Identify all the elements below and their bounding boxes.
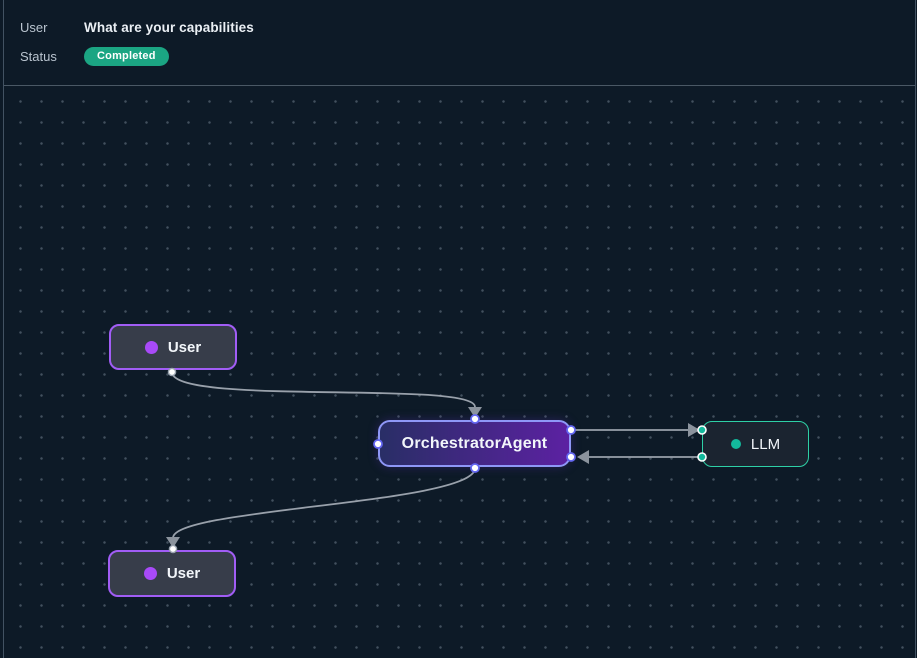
node-label: User (168, 339, 201, 356)
edge-llm-to-orchestrator[interactable] (577, 450, 702, 464)
node-label: User (167, 565, 200, 582)
run-header: User What are your capabilities Status C… (4, 0, 915, 86)
user-label: User (20, 20, 84, 35)
flow-canvas[interactable]: User OrchestratorAgent LLM User (4, 86, 915, 658)
status-label: Status (20, 49, 84, 64)
status-row: Status Completed (20, 46, 169, 66)
user-message-row: User What are your capabilities (20, 19, 254, 35)
node-llm[interactable]: LLM (702, 421, 809, 467)
user-message-text: What are your capabilities (84, 20, 254, 35)
status-badge: Completed (84, 47, 169, 66)
node-orchestrator-agent[interactable]: OrchestratorAgent (378, 420, 571, 467)
node-label: OrchestratorAgent (402, 435, 548, 453)
user-node-dot-icon (144, 567, 157, 580)
node-user-top[interactable]: User (109, 324, 237, 370)
node-user-bottom[interactable]: User (108, 550, 236, 597)
panel-border-right (915, 0, 916, 658)
user-node-dot-icon (145, 341, 158, 354)
edge-orchestrator-to-user[interactable] (166, 468, 475, 548)
edge-user-to-orchestrator[interactable] (172, 372, 482, 418)
edge-orchestrator-to-llm[interactable] (571, 423, 700, 437)
llm-node-dot-icon (731, 439, 741, 449)
node-label: LLM (751, 436, 780, 453)
